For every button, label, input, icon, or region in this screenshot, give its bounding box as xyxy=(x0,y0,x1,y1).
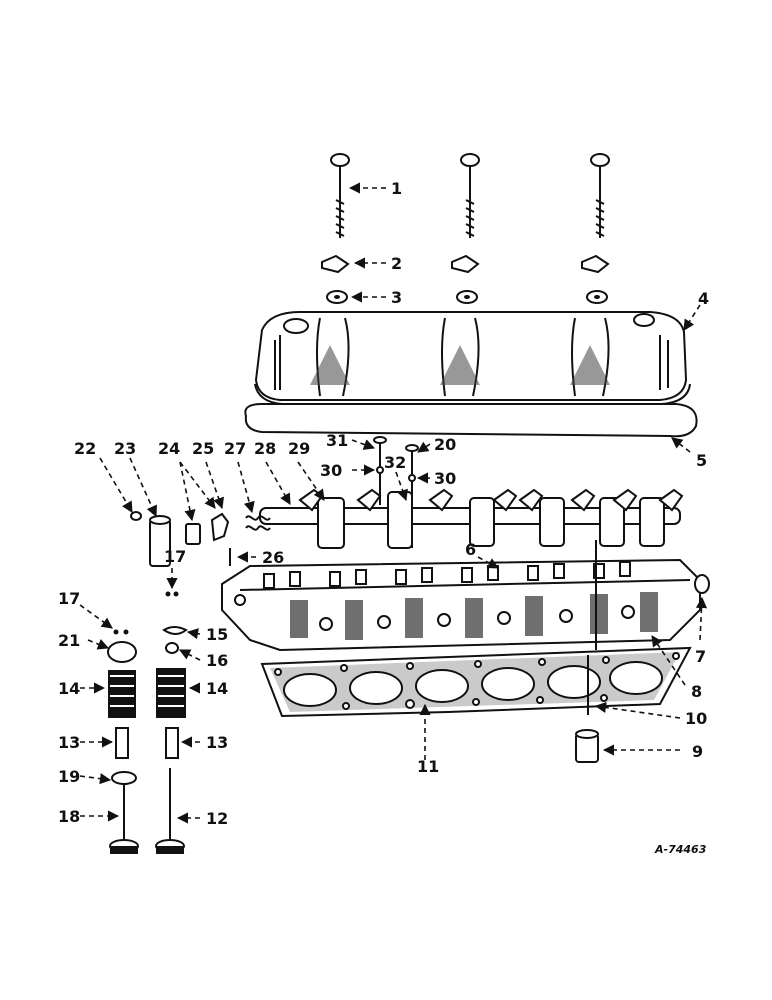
callout-28: 28 xyxy=(254,439,276,458)
callout-25: 25 xyxy=(192,439,214,458)
callout-26: 26 xyxy=(262,548,284,567)
callout-29: 29 xyxy=(288,439,310,458)
callout-17b: 17 xyxy=(58,589,80,608)
callout-14b: 14 xyxy=(206,679,228,698)
callout-27: 27 xyxy=(224,439,246,458)
callout-20: 20 xyxy=(434,435,456,454)
callout-6: 6 xyxy=(465,540,476,559)
callout-2: 2 xyxy=(391,254,402,273)
valve-train-left xyxy=(107,629,139,854)
callout-9: 9 xyxy=(692,742,703,761)
callout-3: 3 xyxy=(391,288,402,307)
push-rod-and-tappet xyxy=(575,655,599,763)
cover-clips xyxy=(321,254,610,274)
callout-1: 1 xyxy=(391,179,402,198)
callout-30b: 30 xyxy=(434,469,456,488)
callout-17a: 17 xyxy=(164,547,186,566)
rocker-small-parts xyxy=(130,511,271,567)
callout-13a: 13 xyxy=(58,733,80,752)
callout-19: 19 xyxy=(58,767,80,786)
cover-grommets xyxy=(326,290,608,304)
head-gasket xyxy=(260,646,692,718)
callout-8: 8 xyxy=(691,682,702,701)
callout-15: 15 xyxy=(206,625,228,644)
callout-24: 24 xyxy=(158,439,180,458)
callout-11: 11 xyxy=(417,757,439,776)
valve-train-right xyxy=(155,591,188,854)
figure-reference: A-74463 xyxy=(654,843,707,856)
rocker-shaft-assembly xyxy=(259,436,684,549)
callout-14a: 14 xyxy=(58,679,80,698)
callout-5: 5 xyxy=(696,451,707,470)
leader-lines xyxy=(79,182,708,824)
callout-23: 23 xyxy=(114,439,136,458)
callout-21: 21 xyxy=(58,631,80,650)
expansion-plug xyxy=(694,574,710,594)
callout-7: 7 xyxy=(695,647,706,666)
callout-22: 22 xyxy=(74,439,96,458)
callout-31: 31 xyxy=(326,431,348,450)
callout-16: 16 xyxy=(206,651,228,670)
cover-bolts xyxy=(330,153,610,238)
valve-cover xyxy=(254,311,691,405)
cylinder-head xyxy=(221,540,701,652)
callout-labels: 1 2 3 4 5 6 7 8 9 10 11 12 13 13 14 14 1… xyxy=(58,179,709,856)
callout-18: 18 xyxy=(58,807,80,826)
callout-4: 4 xyxy=(698,289,709,308)
callout-10: 10 xyxy=(685,709,707,728)
callout-12: 12 xyxy=(206,809,228,828)
callout-30a: 30 xyxy=(320,461,342,480)
callout-13b: 13 xyxy=(206,733,228,752)
callout-32: 32 xyxy=(384,453,406,472)
cover-gasket xyxy=(244,403,698,438)
